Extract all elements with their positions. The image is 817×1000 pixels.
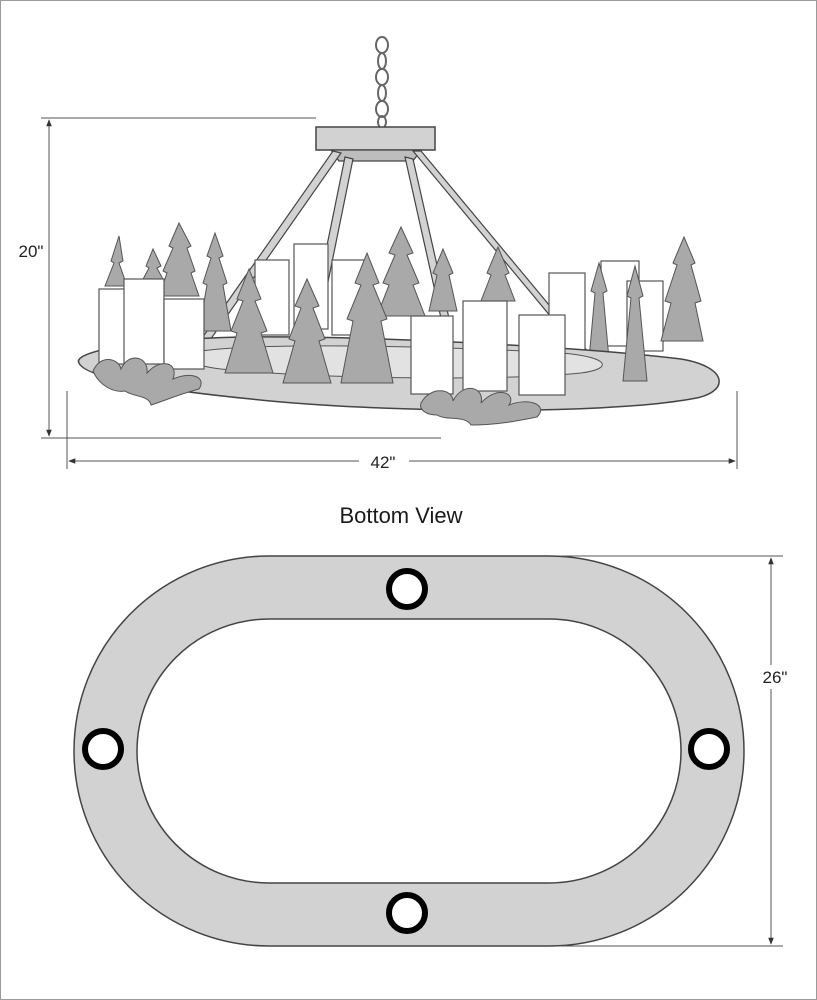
depth-label: 26" (763, 668, 788, 687)
front-candles (98, 278, 566, 396)
oak-leaf-branches (92, 357, 541, 426)
socket-bottom (386, 892, 428, 934)
height-label: 20" (19, 242, 44, 261)
width-label-bg (359, 451, 409, 473)
pine-trees-front (224, 251, 648, 384)
bottom-view: 26" (73, 555, 796, 947)
bottom-view-title: Bottom View (339, 503, 462, 528)
ceiling-canopy (315, 126, 436, 151)
hanging-chain (375, 36, 389, 129)
support-arms (192, 150, 591, 354)
oval-ring-bottom (73, 555, 745, 947)
socket-left (82, 728, 124, 770)
depth-label-bg (756, 665, 796, 689)
side-view: 20" 42" (19, 36, 738, 473)
height-dimension (41, 117, 441, 439)
socket-top (386, 568, 428, 610)
pine-trees-back (104, 221, 704, 382)
depth-dimension (561, 555, 783, 947)
socket-right (688, 728, 730, 770)
width-label: 42" (371, 453, 396, 472)
candle-sockets (82, 568, 730, 934)
